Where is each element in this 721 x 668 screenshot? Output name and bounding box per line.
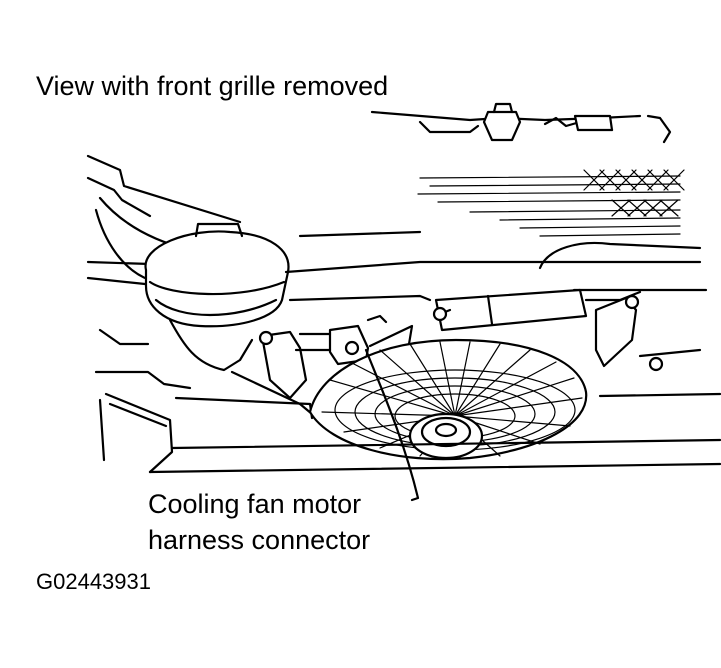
harness-connector bbox=[294, 314, 414, 366]
left-body-panel bbox=[86, 154, 242, 474]
callout-line-2: harness connector bbox=[148, 525, 371, 555]
cooling-fan bbox=[308, 338, 588, 461]
upper-support-bracket bbox=[370, 102, 672, 144]
lower-frame bbox=[148, 230, 721, 474]
callout-leader-line bbox=[364, 348, 420, 502]
figure-code: G02443931 bbox=[36, 569, 151, 594]
crossmember bbox=[284, 241, 708, 302]
radiator-core-lines bbox=[417, 169, 685, 237]
callout-line-1: Cooling fan motor bbox=[148, 489, 362, 519]
diagram-title: View with front grille removed bbox=[36, 71, 389, 101]
callout-label: Cooling fan motor harness connector bbox=[148, 486, 370, 558]
horn-assembly bbox=[144, 222, 290, 372]
fan-shroud-bracket bbox=[230, 330, 314, 420]
relay-box bbox=[432, 288, 640, 368]
